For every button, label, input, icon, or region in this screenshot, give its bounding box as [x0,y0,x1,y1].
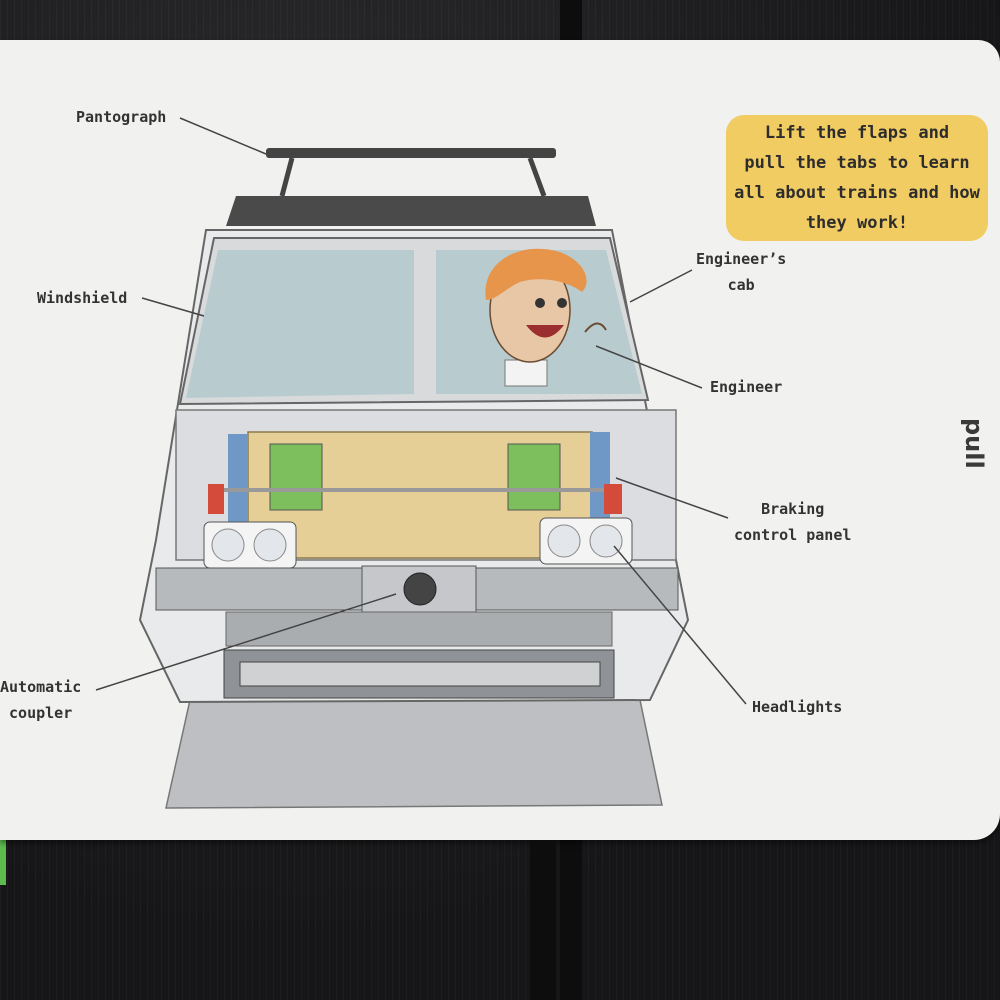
label-engineer: Engineer [710,378,783,396]
leather-seam-bottom [530,840,556,1000]
pantograph [266,148,556,197]
instruction-callout: Lift the flaps and pull the tabs to lear… [726,115,988,241]
green-box-right [507,443,561,511]
green-edge [0,835,6,885]
headlight-left [203,521,297,569]
lower-frame [225,611,613,647]
blue-panel-left [228,434,248,522]
red-cylinder-left [208,484,224,514]
label-automatic-coupler: Automatic coupler [0,678,82,722]
train-illustration [95,117,747,809]
headlight-right [539,517,633,565]
callout-line-1: Lift the flaps and [764,123,950,143]
leader-lines [95,117,747,705]
windshield [186,250,414,398]
label-pantograph: Pantograph [76,108,167,126]
callout-line-4: they work! [805,213,909,233]
train-skirt [165,699,663,809]
callout-line-2: pull the tabs to learn [744,153,970,173]
label-braking-control-panel: Braking control panel [734,500,852,544]
callout-line-3: all about trains and how [734,183,980,203]
book-page: Lift the flaps and pull the tabs to lear… [0,40,1000,840]
braking-control-panel [604,484,622,514]
label-windshield: Windshield [37,289,128,307]
label-engineers-cab: Engineer’s cab [696,250,787,294]
green-box-left [269,443,323,511]
automatic-coupler [403,572,437,606]
engineer-figure [485,248,607,387]
train-roof [226,196,596,226]
label-headlights: Headlights [752,698,843,716]
